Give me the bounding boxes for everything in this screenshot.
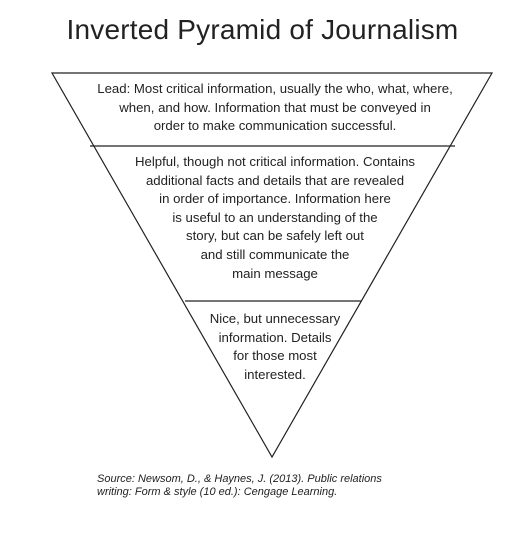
lead-section-text: Lead: Most critical information, usually… [97,81,453,134]
pyramid-outline [50,72,494,459]
nice-section-text: Nice, but unnecessary information. Detai… [209,311,341,382]
source-citation: Source: Newsom, D., & Haynes, J. (2013).… [97,473,382,498]
diagram-title: Inverted Pyramid of Journalism [66,14,459,45]
helpful-section-text: Helpful, though not critical information… [134,154,415,281]
